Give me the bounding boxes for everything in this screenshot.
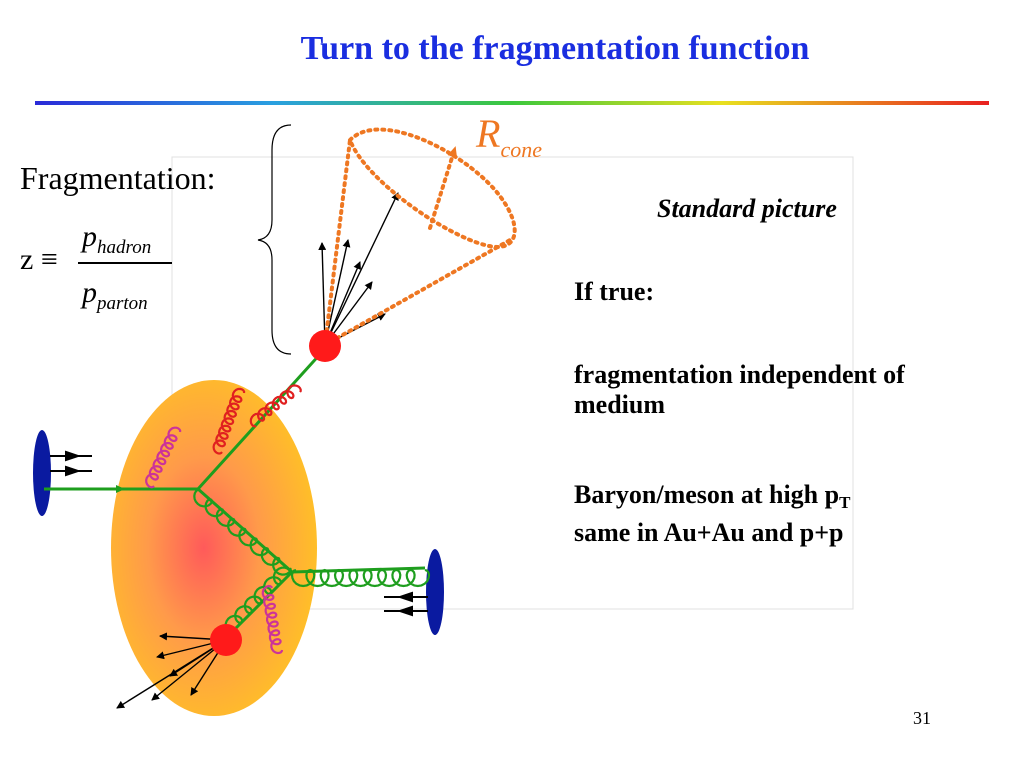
gluon-coils — [145, 384, 431, 655]
fraction-numerator: phadron — [82, 220, 151, 259]
fragmentation-independent-text: fragmentation independent of medium — [574, 360, 905, 419]
baryon-tail: same in Au+Au and p+p — [574, 518, 844, 547]
brace — [257, 124, 292, 355]
denominator-var: p — [82, 276, 97, 309]
background-frame — [171, 156, 854, 610]
medium-ellipse — [111, 380, 317, 716]
fragmentation-label: Fragmentation: — [20, 160, 216, 196]
denominator-sub: parton — [97, 293, 148, 314]
title-rule — [35, 101, 989, 105]
cone-label-var: R — [476, 111, 501, 156]
hadron-dot-top — [309, 330, 341, 362]
page-number: 31 — [913, 708, 931, 728]
nucleus-left — [33, 430, 51, 516]
nucleus-arrows — [50, 450, 428, 617]
cone-label: Rcone — [476, 110, 542, 163]
cone — [323, 127, 517, 347]
hadron-dot-bottom — [210, 624, 242, 656]
cone-label-sub: cone — [500, 137, 542, 162]
fraction-line — [78, 262, 172, 264]
fraction-denominator: pparton — [82, 276, 148, 315]
baryon-main: Baryon/meson at high p — [574, 480, 840, 509]
numerator-sub: hadron — [97, 237, 152, 258]
if-true-text: If true: — [574, 277, 655, 306]
z-definition-lhs: z ≡ — [20, 243, 58, 276]
numerator-var: p — [82, 220, 97, 253]
standard-picture-heading: Standard picture — [657, 194, 837, 223]
baryon-sub: T — [839, 493, 851, 512]
page-title: Turn to the fragmentation function — [300, 30, 810, 67]
nucleus-right — [426, 549, 444, 635]
